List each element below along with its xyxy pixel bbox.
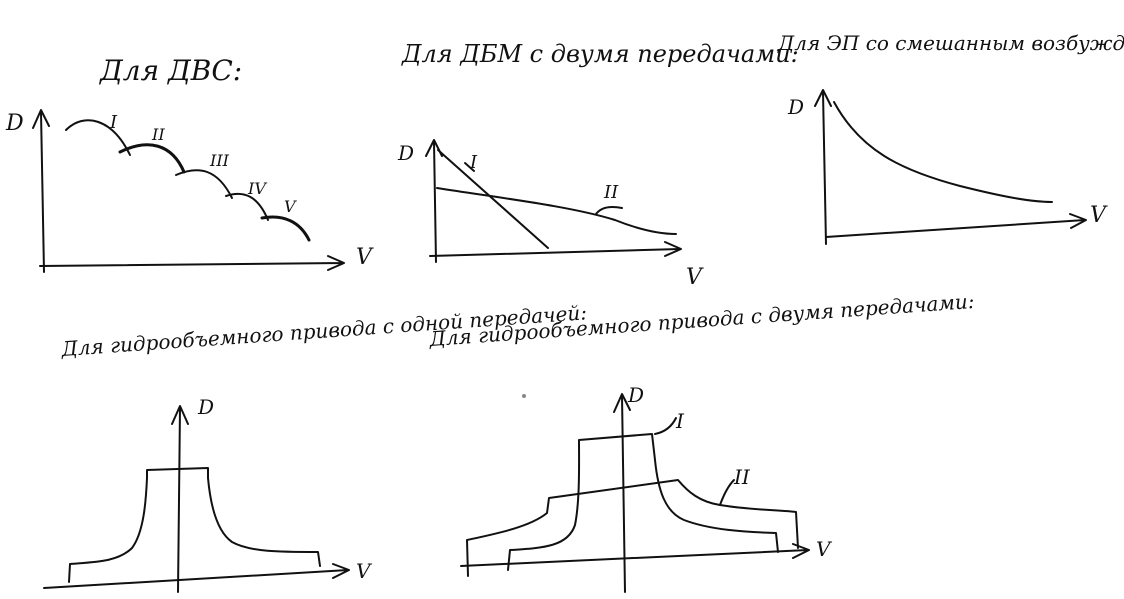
chart-hydro-two-x-label: V (816, 537, 833, 561)
chart-hydro-one-y-axis (171, 405, 189, 593)
chart-ice-y-label: D (5, 111, 24, 136)
chart-dbm-x-axis (429, 241, 682, 257)
chart-dbm-title: Для ДБМ с двумя передачами: (401, 40, 799, 68)
chart-hydro-two-series-label-1: I (675, 409, 685, 433)
chart-ice-y-axis (32, 109, 50, 273)
chart-ep-y-label: D (787, 95, 804, 119)
chart-ice-curve-5 (260, 215, 311, 242)
chart-dbm: Для ДБМ с двумя передачами: D V I II (397, 40, 799, 290)
chart-hydro-two-curve-1 (507, 433, 779, 571)
chart-hydro-one-y-label: D (197, 395, 214, 419)
chart-hydro-two: Для гидрообъемного привода с двумя перед… (428, 289, 975, 593)
chart-dbm-series-label-2: II (603, 182, 619, 203)
chart-ice-curve-4 (225, 192, 269, 221)
chart-hydro-two-x-axis (460, 543, 810, 567)
chart-hydro-one-x-label: V (356, 559, 373, 583)
chart-hydro-two-y-axis (613, 393, 631, 593)
chart-ice: Для ДВС: D V I II III IV V (5, 54, 374, 273)
chart-hydro-one-curve (68, 467, 321, 583)
chart-dbm-series-label-1: I (469, 152, 478, 173)
chart-ice-x-label: V (356, 245, 374, 270)
chart-ice-x-axis (39, 255, 345, 271)
chart-dbm-curve-1 (437, 149, 549, 249)
chart-ep-x-axis (825, 213, 1087, 238)
chart-dbm-y-label: D (397, 141, 414, 165)
chart-dbm-leader-2 (595, 205, 623, 215)
chart-ice-series-label-5: V (284, 197, 297, 216)
chart-ice-title: Для ДВС: (98, 54, 242, 87)
chart-hydro-one-x-axis (43, 563, 350, 589)
chart-ice-series-label-4: IV (247, 179, 267, 198)
chart-ice-series-label-1: I (109, 112, 118, 133)
stray-dot (522, 394, 526, 398)
chart-ice-series-label-2: II (151, 125, 165, 144)
chart-hydro-two-leader-2 (719, 479, 735, 506)
chart-ep-title: Для ЭП со смешанным возбуждением: (одна … (777, 31, 1124, 55)
chart-ice-series-label-3: III (209, 151, 230, 170)
chart-ep-y-axis (814, 89, 832, 245)
chart-hydro-two-leader-1 (654, 417, 677, 435)
chart-ep-x-label: V (1090, 203, 1108, 228)
chart-hydro-two-series-label-2: II (733, 465, 751, 489)
chart-ice-curve-3 (175, 169, 233, 199)
chart-ep-curve (833, 101, 1053, 203)
chart-dbm-x-label: V (686, 265, 704, 290)
chart-dbm-y-axis (425, 139, 443, 263)
chart-ep: Для ЭП со смешанным возбуждением: (одна … (777, 31, 1124, 245)
chart-dbm-leader-1 (464, 162, 475, 172)
chart-hydro-two-y-label: D (627, 383, 644, 407)
chart-ice-curve-1 (65, 119, 131, 156)
chart-dbm-curve-2 (436, 187, 677, 235)
chart-ice-curve-2 (118, 143, 186, 174)
chart-hydro-two-curve-2 (466, 479, 799, 577)
